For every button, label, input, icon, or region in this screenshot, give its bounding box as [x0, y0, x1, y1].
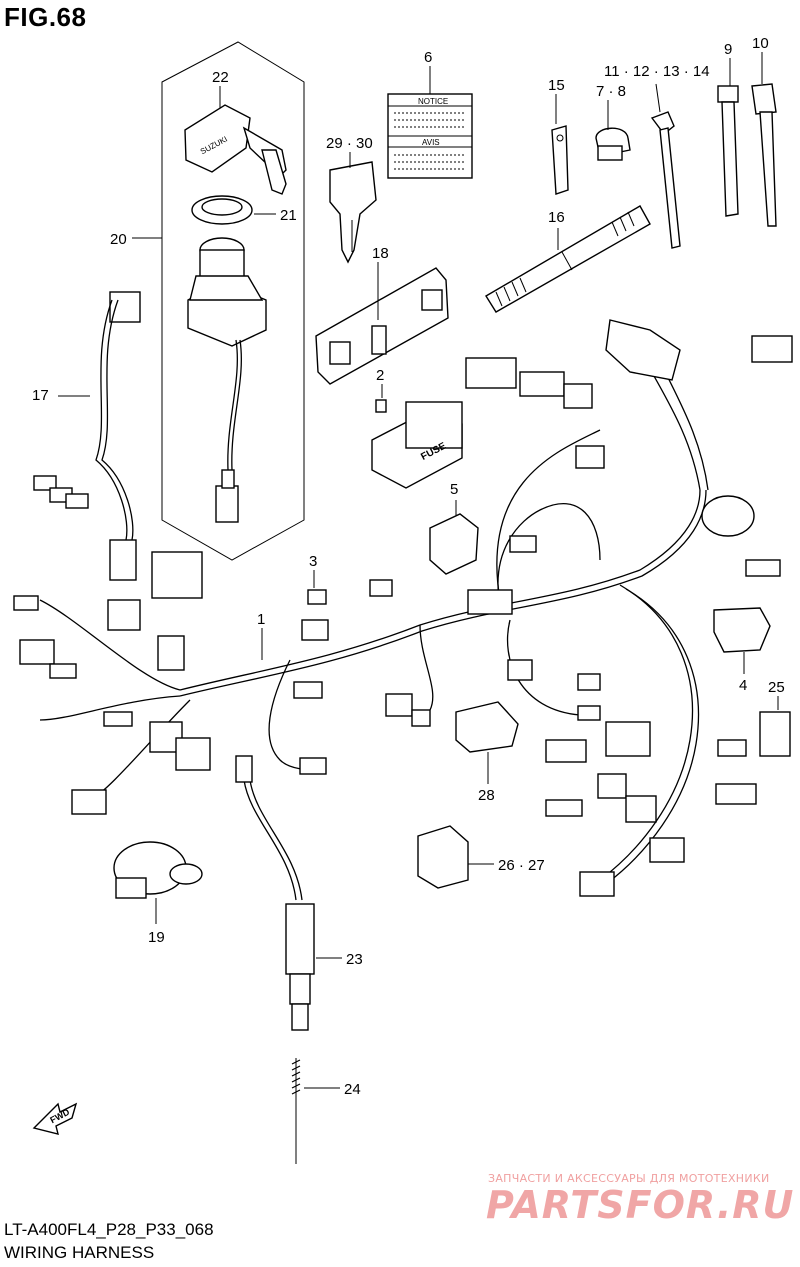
- part-labels: 22 21 20 6 29 · 30 15 7 · 8 11 · 12 · 13…: [32, 35, 785, 1098]
- clamp-7-8: [595, 127, 631, 161]
- part-label-24: 24: [344, 1081, 361, 1098]
- wire-cover-5: [429, 513, 479, 575]
- forward-direction-arrow: FWD: [32, 1102, 78, 1135]
- spring-24: [291, 1058, 301, 1164]
- watermark-tagline: ЗАПЧАСТИ И АКСЕССУАРЫ ДЛЯ МОТОТЕХНИКИ: [488, 1172, 770, 1185]
- relay-26-27: [417, 825, 469, 889]
- part-label-17: 17: [32, 387, 49, 404]
- cable-tie-11-14: [650, 111, 681, 249]
- protector-tube: [485, 205, 651, 313]
- part-label-5: 5: [450, 481, 458, 498]
- clamp-15: [551, 125, 569, 195]
- part-label-11-14: 11 · 12 · 13 · 14: [604, 63, 710, 80]
- part-label-9: 9: [724, 41, 732, 58]
- part-label-22: 22: [212, 69, 229, 86]
- main-wiring-harness: [39, 319, 709, 901]
- part-label-16: 16: [548, 209, 565, 226]
- cable-tie-10: [751, 83, 777, 227]
- fuse-box: FUSE: [371, 399, 463, 489]
- harness-right-connectors: [369, 335, 793, 897]
- part-label-4: 4: [739, 677, 747, 694]
- part-label-23: 23: [346, 951, 363, 968]
- part-label-3: 3: [309, 553, 317, 570]
- avis-text: AVIS: [422, 138, 440, 147]
- cap-4: [713, 607, 771, 653]
- sensor-19: [113, 841, 203, 899]
- bracket-28: [455, 701, 519, 753]
- part-label-10: 10: [752, 35, 769, 52]
- part-label-2: 2: [376, 367, 384, 384]
- cable-tie-9: [717, 85, 739, 217]
- part-label-18: 18: [372, 245, 389, 262]
- notice-label-sticker: NOTICE AVIS: [387, 93, 473, 179]
- ignition-switch-assembly: SUZUKI: [161, 41, 305, 561]
- watermark-logo: PARTSFOR.RU: [486, 1183, 795, 1227]
- sub-harness-17: [33, 291, 141, 581]
- part-label-15: 15: [548, 77, 565, 94]
- bracket-18: [315, 267, 449, 385]
- relay-25: [759, 711, 791, 757]
- figure-title: FIG.68: [4, 2, 87, 32]
- part-label-6: 6: [424, 49, 432, 66]
- harness-left-connectors: [13, 551, 329, 815]
- part-label-25: 25: [768, 679, 785, 696]
- part-label-19: 19: [148, 929, 165, 946]
- part-label-29-30: 29 · 30: [326, 135, 373, 152]
- key-blank: [329, 161, 377, 264]
- model-code: LT-A400FL4_P28_P33_068: [4, 1220, 214, 1239]
- oxygen-sensor-23: [285, 903, 315, 1031]
- figure-name: WIRING HARNESS: [4, 1243, 155, 1262]
- part-label-1: 1: [257, 611, 265, 628]
- part-label-20: 20: [110, 231, 127, 248]
- part-label-21: 21: [280, 207, 297, 224]
- part-label-7-8: 7 · 8: [596, 83, 626, 100]
- part-label-28: 28: [478, 787, 495, 804]
- notice-text: NOTICE: [418, 97, 448, 106]
- part-label-26-27: 26 · 27: [498, 857, 545, 874]
- leader-lines: [58, 52, 779, 1089]
